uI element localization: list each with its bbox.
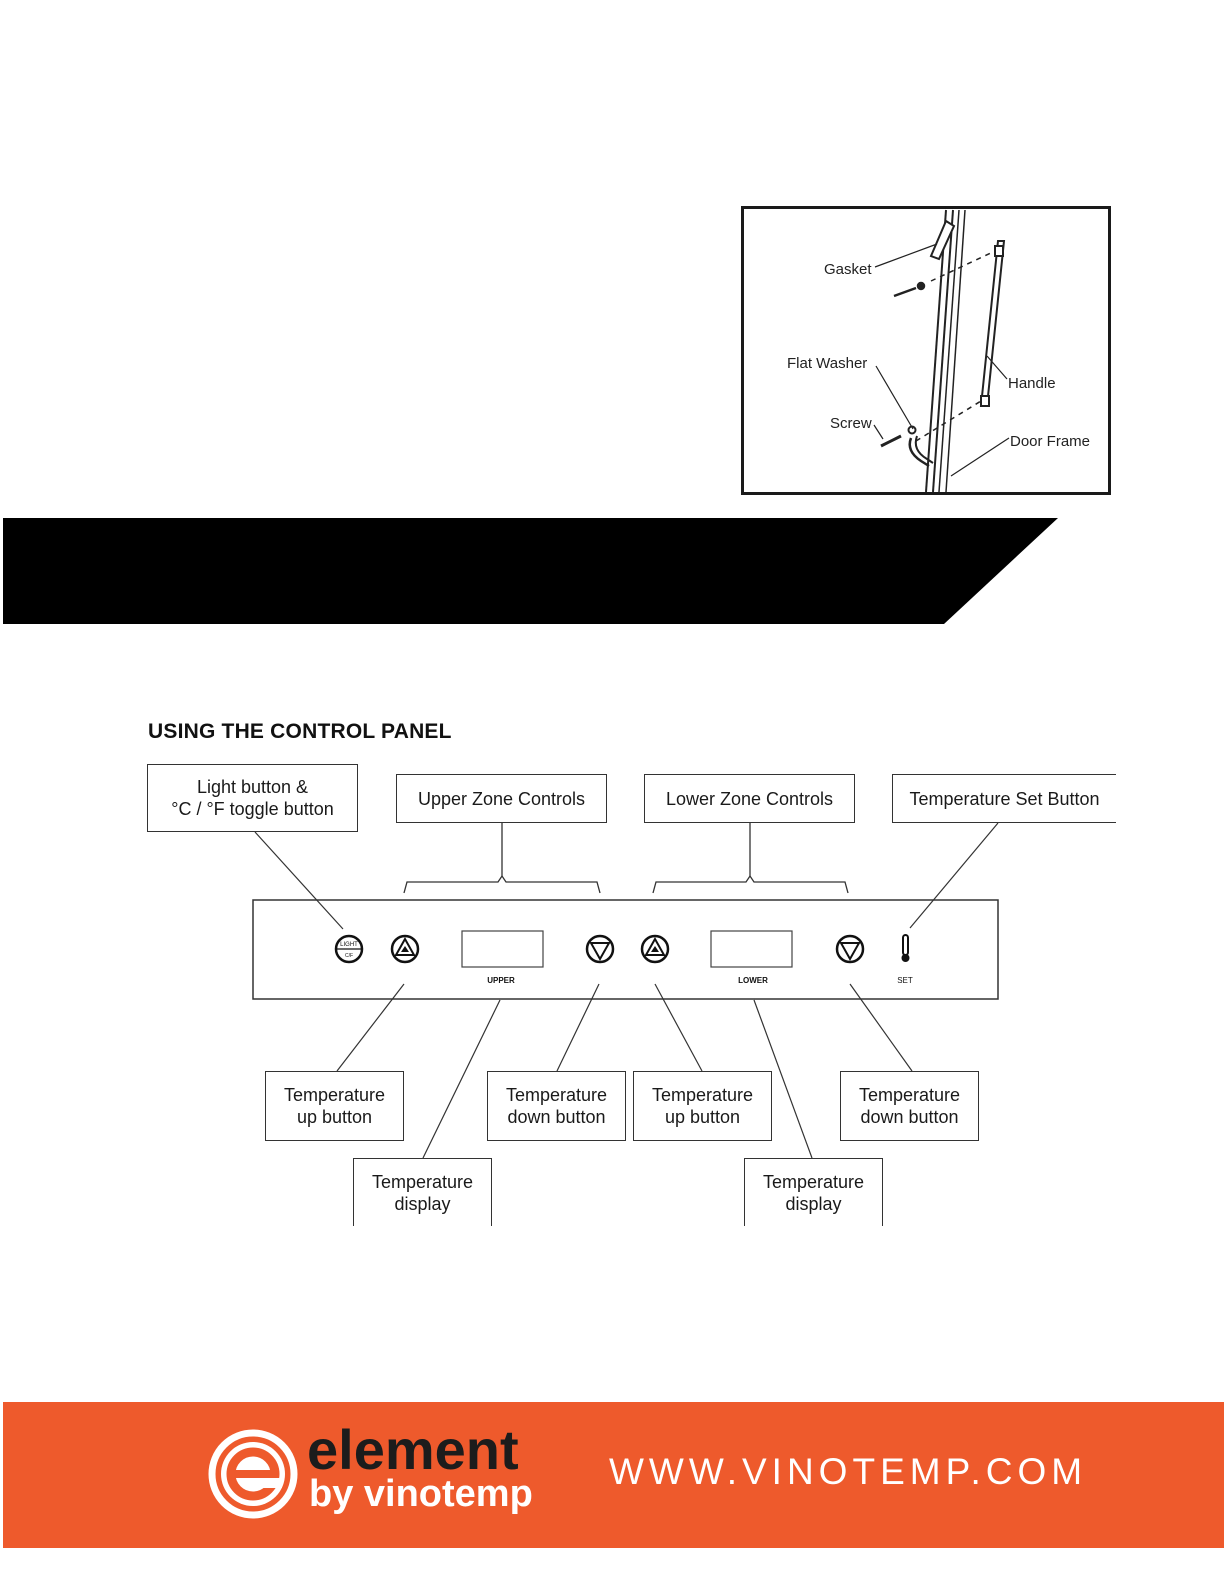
lower-temperature-display [710,930,793,968]
element-logo-icon [208,1429,298,1519]
screw-label: Screw [830,415,872,432]
section-title: USING THE CONTROL PANEL [148,720,452,743]
footer: element by vinotemp WWW.VINOTEMP.COM [3,1402,1224,1548]
upper-temperature-display [461,930,544,968]
upper-label: UPPER [487,976,515,985]
lower-up-callout: Temperature up button [633,1071,772,1141]
upper-temperature-down-icon[interactable] [585,934,615,964]
upper-down-callout: Temperature down button [487,1071,626,1141]
light-toggle-icon[interactable]: LIGHT C/F [334,934,364,964]
thermometer-icon[interactable] [901,934,910,962]
alignment-dashes [915,250,996,442]
handle-label: Handle [1008,375,1056,392]
lower-down-callout: Temperature down button [840,1071,979,1141]
handle-installation-diagram: Gasket Flat Washer Screw Handle Door Fra… [741,206,1111,495]
light-button-callout: Light button & °C / °F toggle button [147,764,358,832]
diagram-leader-lines [873,243,1010,477]
upper-display-callout: Temperature display [353,1158,492,1226]
gasket-label: Gasket [824,261,872,278]
handle-drawing [979,240,1006,407]
brand-subtitle: by vinotemp [309,1473,533,1515]
section-banner [3,518,1058,624]
door-frame-label: Door Frame [1010,433,1090,450]
diagram-frame [741,206,1111,495]
upper-temperature-up-icon[interactable] [390,934,420,964]
website-link[interactable]: WWW.VINOTEMP.COM [609,1451,1088,1492]
temperature-set-callout: Temperature Set Button [892,774,1116,823]
lower-zone-callout: Lower Zone Controls [644,774,855,823]
lower-temperature-down-icon[interactable] [835,934,865,964]
light-icon-text: LIGHT [340,942,358,948]
set-label: SET [897,976,913,985]
flat-washer-label: Flat Washer [787,355,867,372]
footer-background [3,1402,1224,1548]
upper-zone-callout: Upper Zone Controls [396,774,607,823]
handle-diagram-svg: Gasket Flat Washer Screw Handle Door Fra… [741,206,1111,495]
gasket-drawing [929,219,956,261]
brand-name: element [307,1418,519,1481]
lower-zone-bracket [652,822,849,894]
cf-icon-text: C/F [345,953,353,959]
door-frame-drawing [925,209,966,493]
lower-temperature-up-icon[interactable] [640,934,670,964]
lower-display-callout: Temperature display [744,1158,883,1226]
control-panel-body [252,899,999,1000]
upper-zone-bracket [403,822,601,894]
top-screw-drawing [893,281,926,298]
bottom-screw-drawing [880,425,934,468]
upper-up-callout: Temperature up button [265,1071,404,1141]
lower-label: LOWER [738,976,768,985]
